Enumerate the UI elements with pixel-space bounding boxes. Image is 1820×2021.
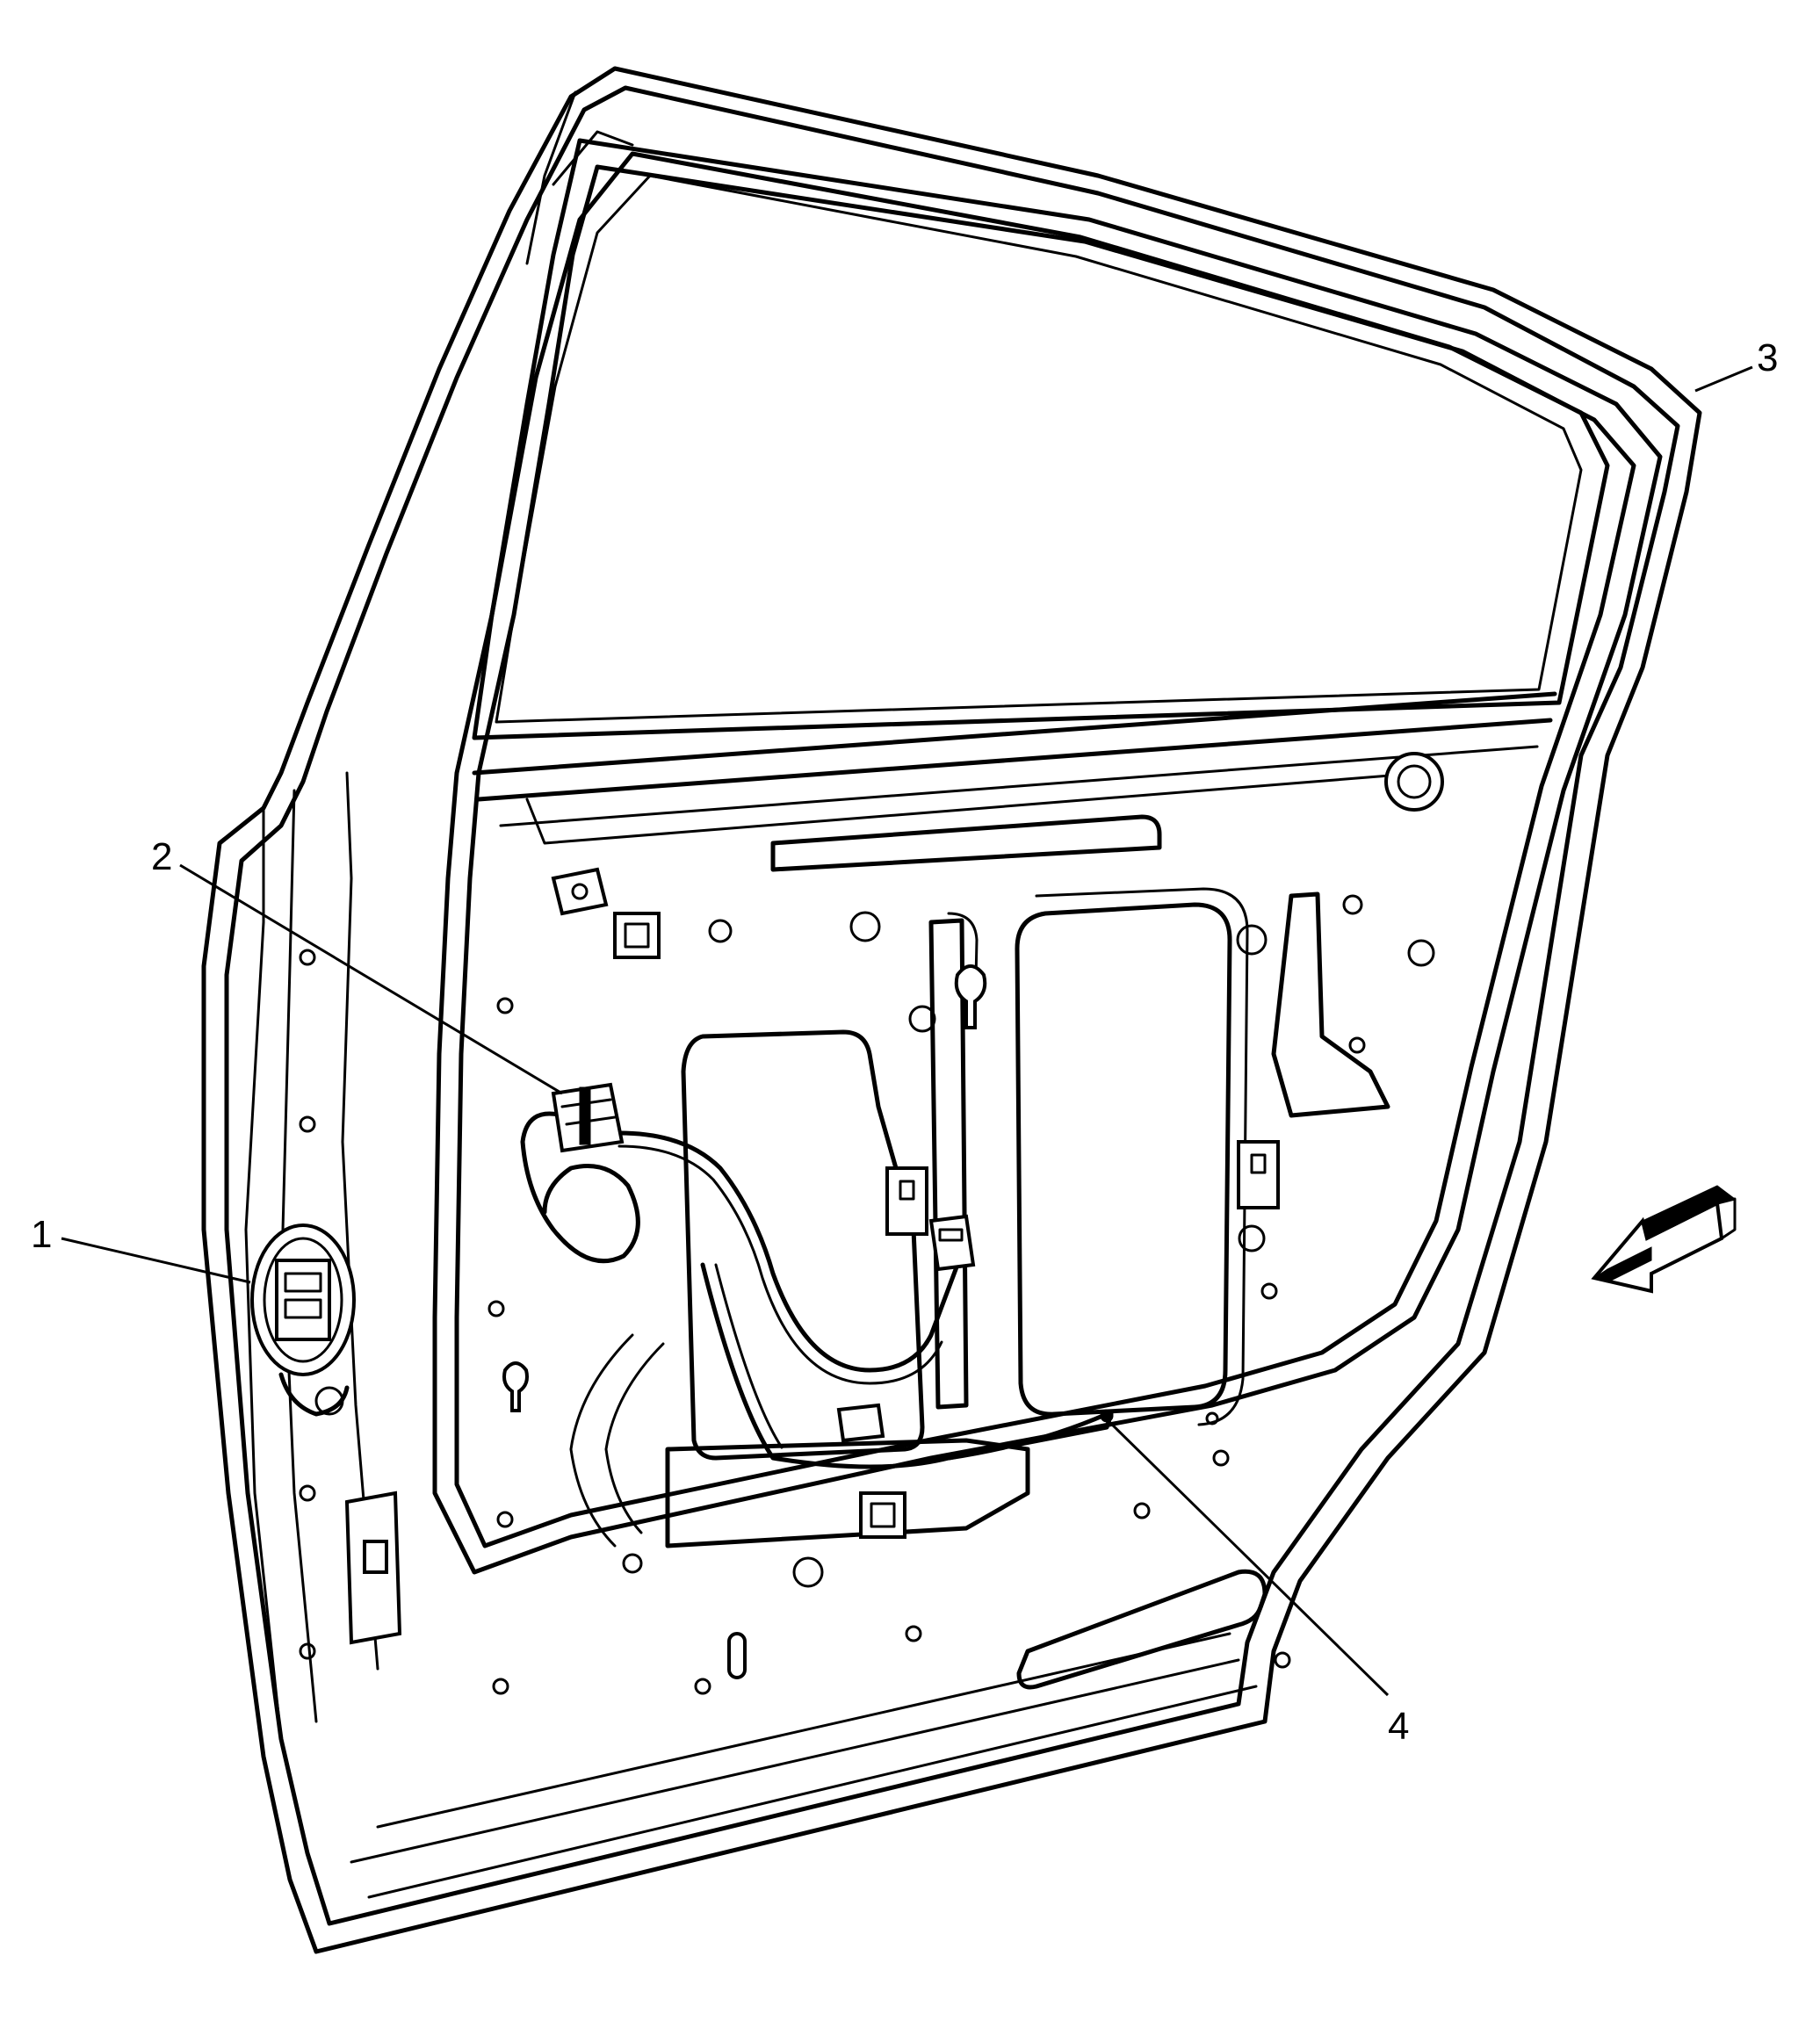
callout-3: 3: [1757, 336, 1778, 379]
leader-1: [61, 1237, 251, 1284]
leader-2: [179, 863, 563, 1095]
callout-2: 2: [151, 835, 172, 878]
door-shell: [201, 66, 1702, 1954]
inner-panel: [299, 752, 1444, 1695]
front-arrow-icon: [1591, 1185, 1737, 1294]
callout-labels: 1 2 3 4: [31, 336, 1778, 1748]
callout-4: 4: [1388, 1705, 1409, 1748]
leader-4: [1107, 1419, 1390, 1697]
door-harness-grommet: [250, 1223, 356, 1417]
leader-3: [1694, 365, 1753, 393]
callout-leaders: [61, 365, 1753, 1697]
door-wiring-harness: [520, 1082, 1114, 1469]
mounting-holes: [299, 894, 1435, 1695]
callout-1: 1: [31, 1213, 52, 1256]
